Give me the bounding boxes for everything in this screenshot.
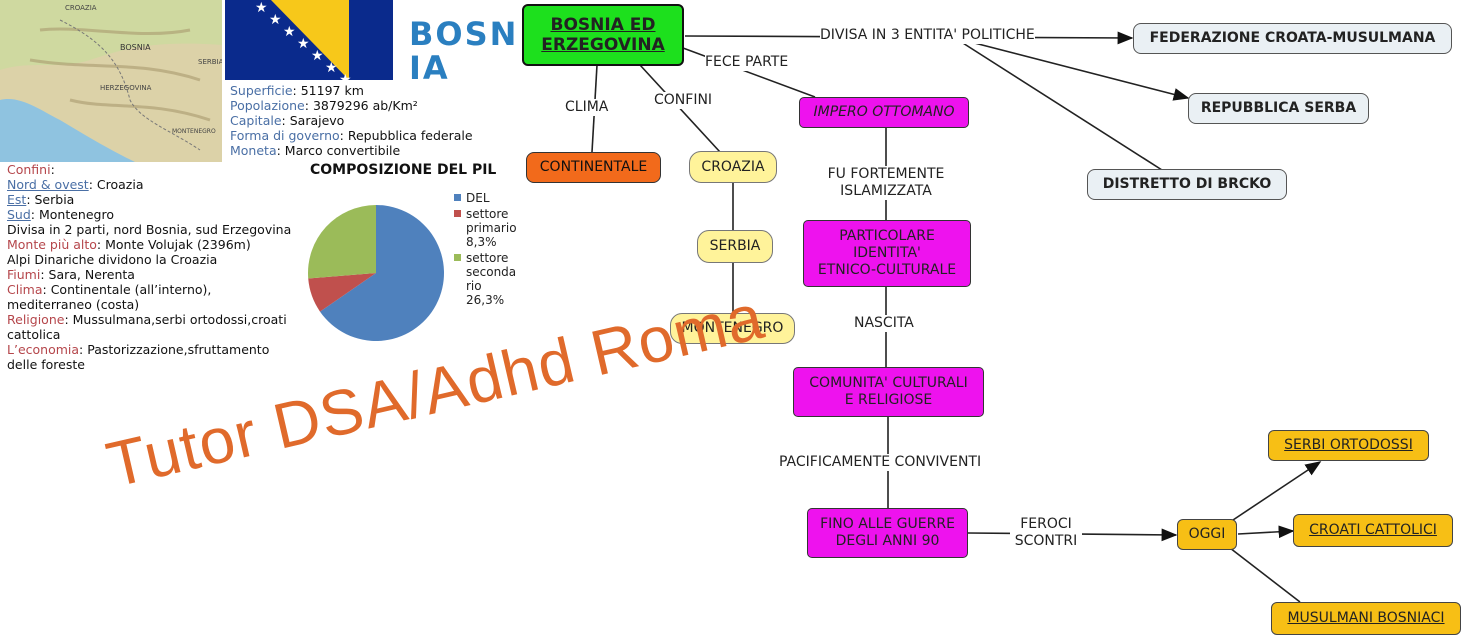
edge-label-fece-parte: FECE PARTE — [705, 54, 789, 71]
info-superficie: Superficie: 51197 km — [230, 83, 364, 98]
info-popolazione: Popolazione: 3879296 ab/Km² — [230, 98, 418, 113]
edge-label-clima: CLIMA — [565, 99, 609, 116]
chart-title: COMPOSIZIONE DEL PIL — [310, 162, 497, 178]
bosnia-map: CROAZIA BOSNIA SERBIA HERZEGOVINA MONTEN… — [0, 0, 222, 162]
svg-text:★: ★ — [311, 48, 324, 64]
bosnia-flag: ★ ★ ★ ★ ★ ★ ★ — [225, 0, 393, 88]
pie-slice-1 — [308, 273, 376, 312]
node-serbi-ortodossi[interactable]: SERBI ORTODOSSI — [1268, 430, 1429, 461]
node-montenegro[interactable]: MONTENEGRO — [670, 313, 795, 344]
pie-slice-2 — [308, 205, 376, 279]
node-distretto-brcko[interactable]: DISTRETTO DI BRCKO — [1087, 169, 1287, 200]
pil-pie-chart — [308, 205, 444, 341]
node-musulmani-bosniaci[interactable]: MUSULMANI BOSNIACI — [1271, 602, 1461, 635]
edge-label-divisa: DIVISA IN 3 ENTITA' POLITICHE — [820, 27, 1035, 44]
map-label-serbia: SERBIA — [198, 58, 222, 66]
legend-secondario: settore — [454, 251, 517, 265]
node-croazia[interactable]: CROAZIA — [689, 151, 777, 183]
node-oggi[interactable]: OGGI — [1177, 519, 1237, 550]
node-federazione[interactable]: FEDERAZIONE CROATA-MUSULMANA — [1133, 23, 1452, 54]
node-repubblica-serba[interactable]: REPUBBLICA SERBA — [1188, 93, 1369, 124]
svg-text:★: ★ — [269, 12, 282, 28]
node-croati-cattolici[interactable]: CROATI CATTOLICI — [1293, 514, 1453, 547]
legend-primario: settore — [454, 207, 517, 221]
edge-label-pacificamente: PACIFICAMENTE CONVIVENTI — [779, 454, 982, 471]
info-capitale: Capitale: Sarajevo — [230, 113, 345, 128]
map-label-montenegro: MONTENEGRO — [172, 128, 216, 135]
map-label-herzegovina: HERZEGOVINA — [100, 84, 152, 92]
page-title-line2: IA — [409, 49, 450, 87]
facts-block: Confini: Nord & ovest: Croazia Est: Serb… — [7, 162, 292, 372]
map-label-croazia: CROAZIA — [65, 4, 97, 12]
node-continentale[interactable]: CONTINENTALE — [526, 152, 661, 183]
edge-label-nascita: NASCITA — [854, 315, 914, 332]
page-title-line1: BOSN — [409, 15, 519, 53]
node-impero-ottomano[interactable]: IMPERO OTTOMANO — [799, 97, 969, 128]
info-governo: Forma di governo: Repubblica federale — [230, 128, 473, 143]
map-label-bosnia: BOSNIA — [120, 43, 151, 52]
node-serbia[interactable]: SERBIA — [697, 230, 773, 263]
chart-legend: DEL settore primario 8,3% settore second… — [454, 191, 517, 307]
pie-slice-0 — [319, 205, 444, 341]
svg-text:★: ★ — [283, 24, 296, 40]
info-block: Superficie: 51197 km Popolazione: 387929… — [230, 83, 473, 158]
svg-text:★: ★ — [297, 36, 310, 52]
svg-text:★: ★ — [325, 60, 338, 76]
legend-del: DEL — [454, 191, 517, 205]
info-moneta: Moneta: Marco convertibile — [230, 143, 401, 158]
svg-text:★: ★ — [255, 0, 268, 16]
edge-label-confini: CONFINI — [654, 92, 713, 109]
